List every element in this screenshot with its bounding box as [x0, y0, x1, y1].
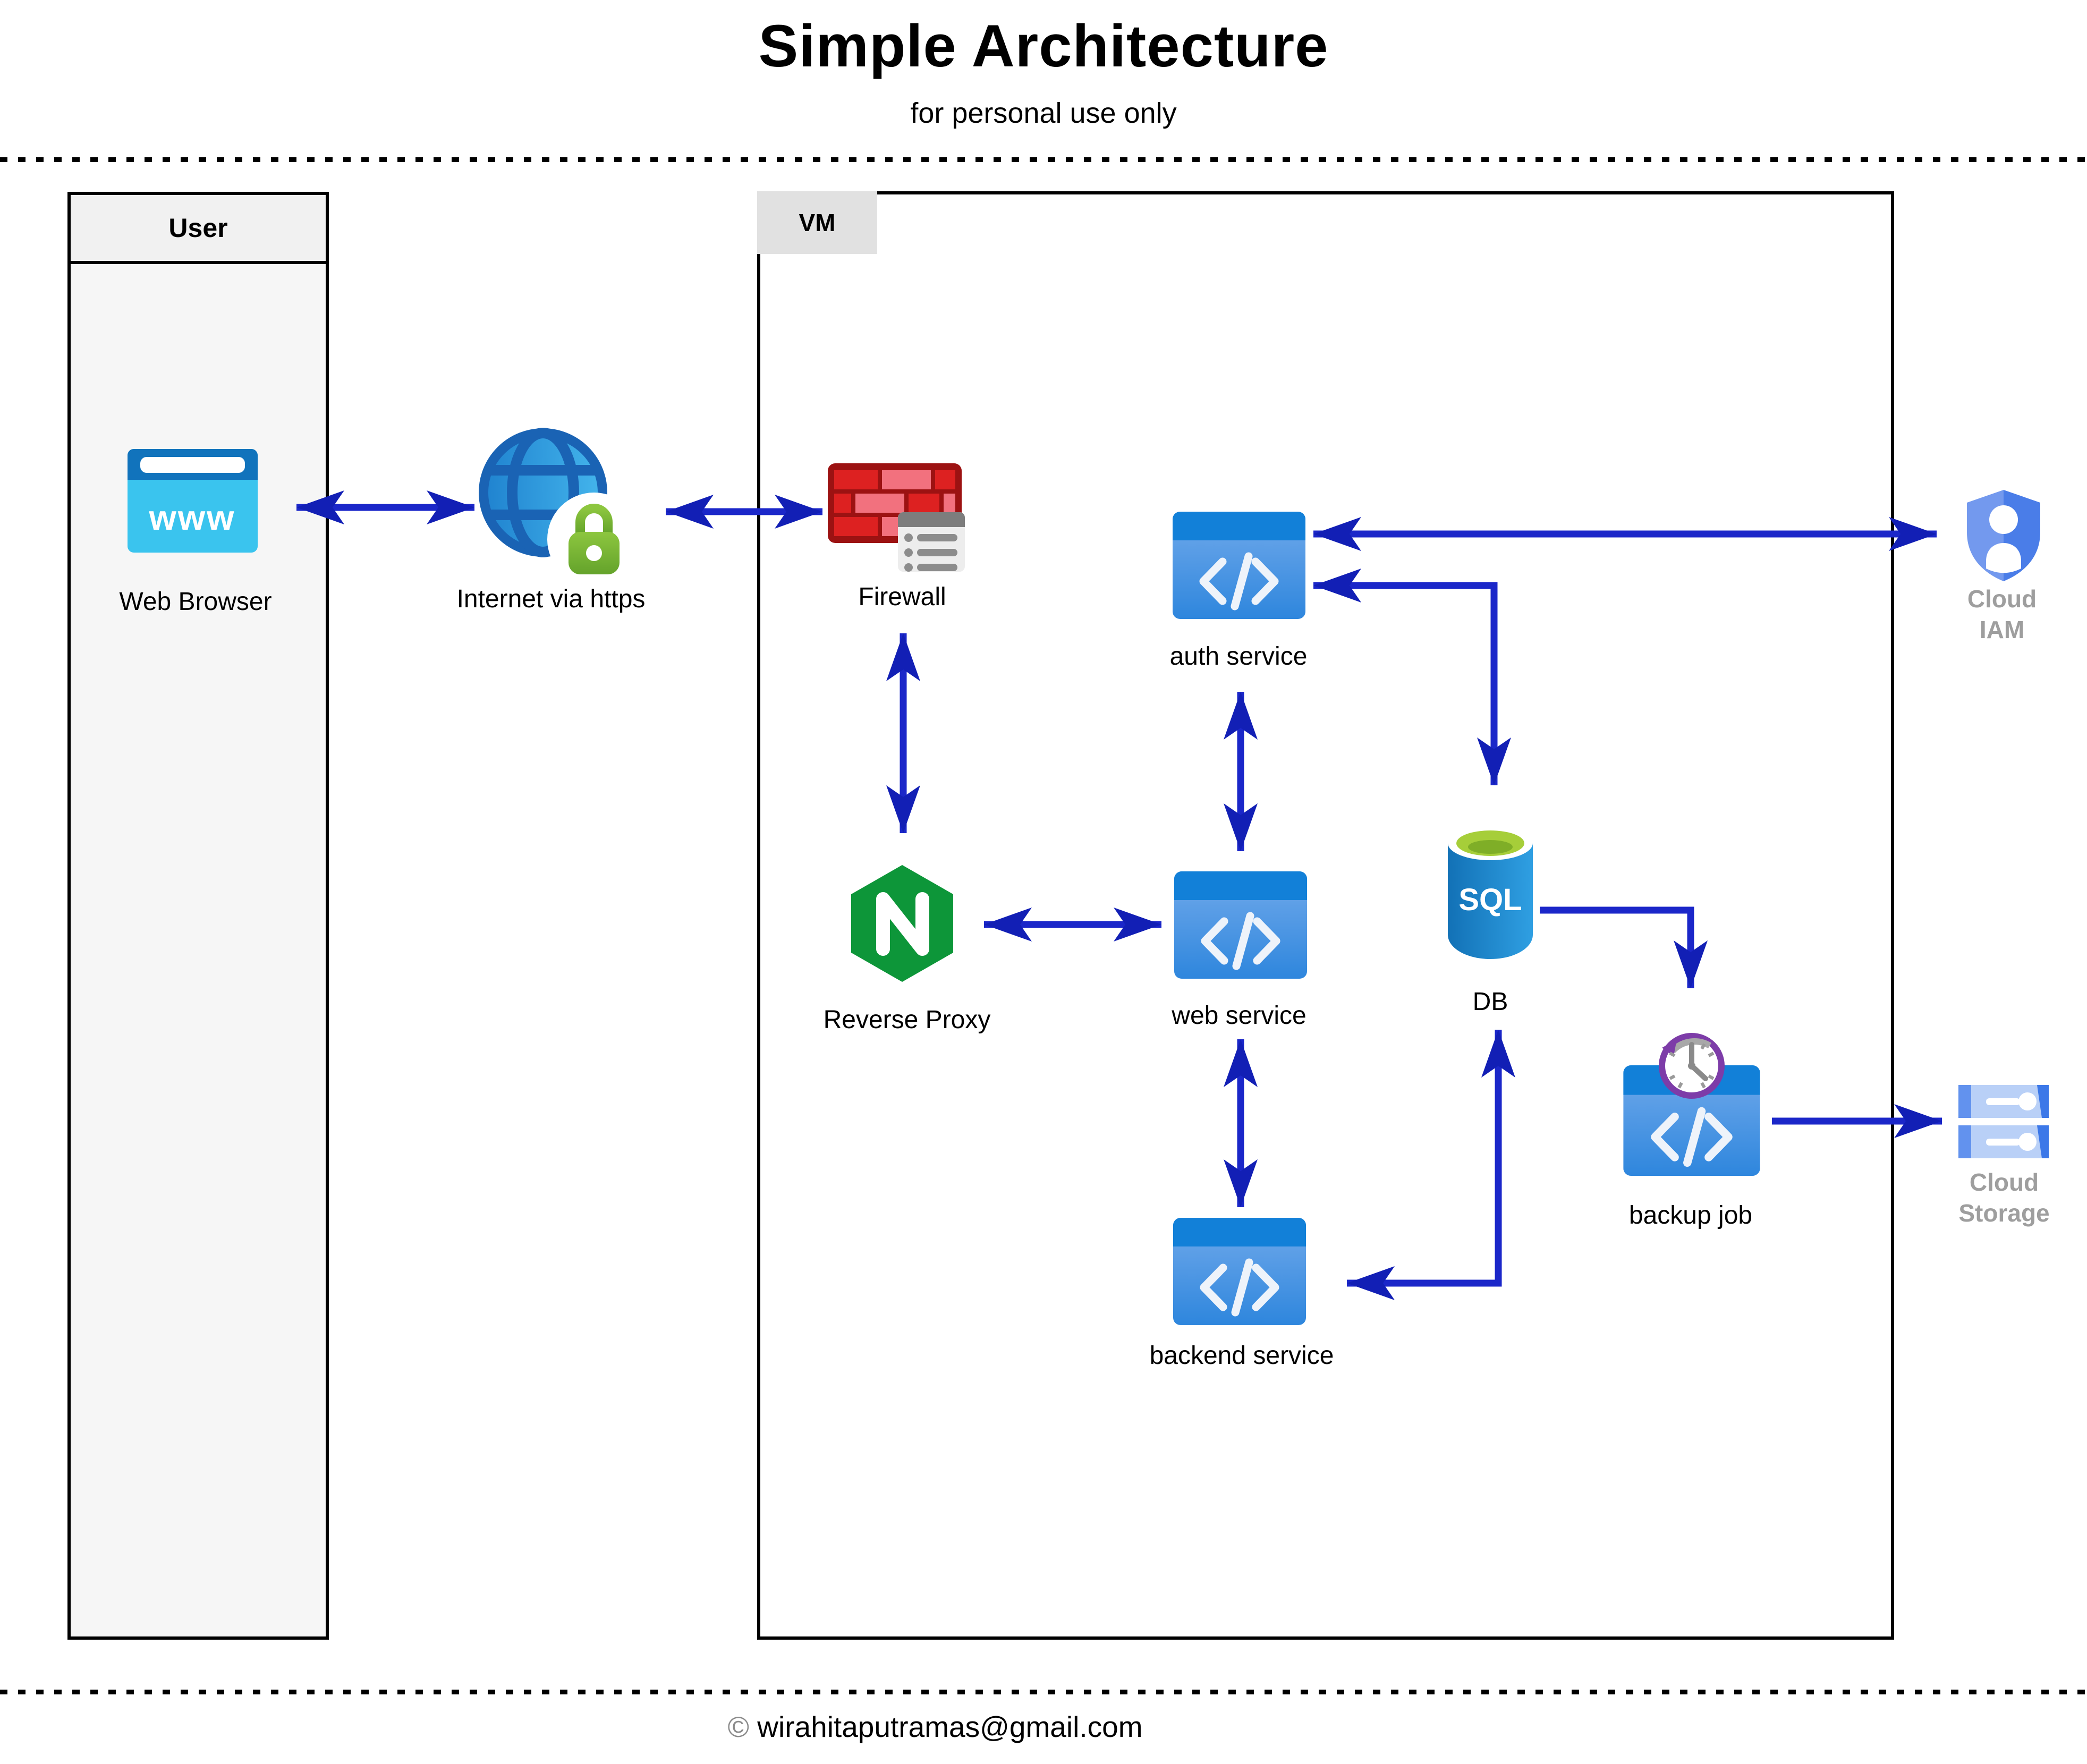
copyright-email: wirahitaputramas@gmail.com: [757, 1710, 1143, 1743]
page-title: Simple Architecture: [758, 13, 1329, 79]
nginx-icon: [851, 865, 953, 982]
reverse-proxy-label: Reverse Proxy: [823, 1006, 991, 1034]
top-dotted-divider: [0, 157, 2087, 162]
auth-service-node: [1173, 512, 1305, 622]
web-service-node: [1174, 871, 1307, 981]
cloud-iam-label: Cloud IAM: [1967, 585, 2037, 643]
backend-service-node: [1173, 1218, 1306, 1328]
web-service-icon: [1174, 871, 1307, 979]
web-service-label: web service: [1172, 1002, 1307, 1030]
user-container: User: [67, 192, 329, 1640]
cloud-iam-shield-icon: [1967, 490, 2040, 581]
user-container-title: User: [71, 195, 326, 264]
backend-service-label: backend service: [1149, 1342, 1334, 1370]
www-text: www: [148, 498, 235, 537]
backup-job-label: backup job: [1628, 1201, 1753, 1229]
db-label: DB: [1472, 988, 1508, 1016]
web-browser-label: Web Browser: [119, 588, 272, 616]
cloud-storage-icon: [1958, 1085, 2049, 1158]
vm-container-title: VM: [757, 191, 877, 254]
copyright-symbol: ©: [727, 1710, 749, 1743]
internet-node: [478, 428, 641, 586]
sql-text: SQL: [1458, 883, 1522, 917]
cloud-storage-label: Cloud Storage: [1958, 1168, 2050, 1227]
web-browser-node: www: [128, 449, 258, 555]
web-browser-icon: www: [128, 449, 258, 553]
bottom-dotted-divider: [0, 1690, 2087, 1694]
db-node: SQL: [1447, 821, 1534, 966]
cloud-storage-node: [1958, 1085, 2050, 1162]
firewall-icon: [828, 463, 965, 572]
sql-database-icon: SQL: [1448, 826, 1533, 959]
internet-globe-lock-icon: [479, 428, 641, 586]
internet-label: Internet via https: [456, 585, 646, 613]
backend-service-icon: [1173, 1218, 1306, 1325]
auth-service-icon: [1173, 512, 1305, 619]
firewall-label: Firewall: [858, 583, 946, 611]
page-subtitle: for personal use only: [910, 97, 1177, 129]
firewall-node: [828, 463, 982, 580]
auth-service-label: auth service: [1169, 642, 1308, 671]
reverse-proxy-node: [850, 865, 954, 985]
cloud-iam-node: [1966, 489, 2041, 585]
schedule-clock-icon: [1659, 1033, 1725, 1099]
footer-copyright: © wirahitaputramas@gmail.com: [696, 1710, 1174, 1744]
backup-job-clock-badge: [1657, 1031, 1727, 1104]
